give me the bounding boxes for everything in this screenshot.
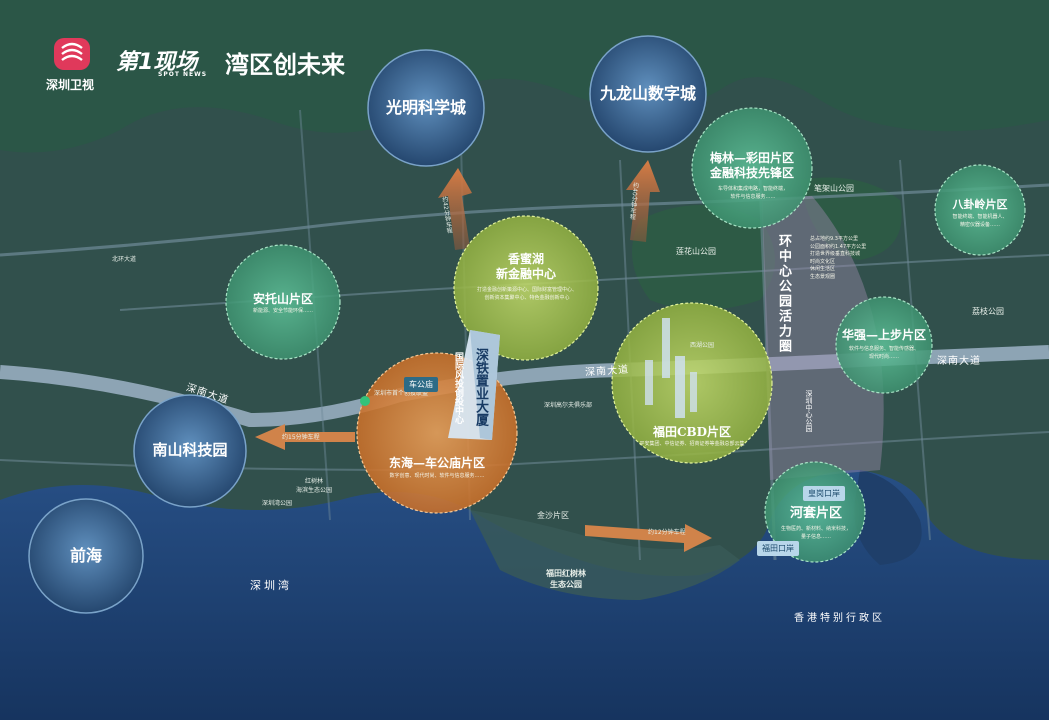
hills-north — [0, 0, 1049, 153]
desc-meilin: 车导体和集成电路，智能终端， 软件与信息服务…… — [717, 186, 788, 200]
tower-2 — [675, 356, 685, 418]
route-arrow-guangming — [438, 168, 472, 250]
desc-xiangmihu: 打造金融创新策源中心、国际财富管理中心、 创新资本集聚中心、特色金融创新中心 — [476, 287, 577, 301]
place-lianhua-park: 莲花山公园 — [676, 247, 716, 256]
route-label-hetao: 约12分钟车程 — [648, 529, 686, 536]
title-donghai: 东海—车公庙片区 — [388, 456, 485, 470]
north-ring-road — [0, 183, 1049, 257]
place-shenzhen-bay: 深圳湾 — [250, 579, 292, 592]
title-xiangmihu: 香蜜湖 新金融中心 — [495, 252, 556, 281]
building-side — [470, 330, 500, 440]
logo-program-sub: SPOT NEWS — [158, 71, 208, 78]
district-circle-bagualing[interactable] — [934, 164, 1026, 256]
logo-program: 第1现场 — [116, 50, 198, 75]
tower-1 — [662, 318, 670, 378]
title-qianhai: 前海 — [69, 546, 102, 565]
park-center-title: 环中心公园活力圈 — [776, 234, 791, 354]
desc-donghai: 数字创意、现代时尚、软件与信息服务…… — [389, 473, 485, 479]
district-circle-huaqiang[interactable] — [835, 296, 933, 394]
road-shennan-right: 深南大道 — [937, 356, 981, 367]
place-central-park: 深圳中心公园 — [805, 390, 813, 432]
district-circle-guangming[interactable] — [367, 49, 485, 167]
place-lizhi-park: 荔枝公园 — [972, 307, 1004, 316]
road-shennan-mid: 深南大道 — [584, 364, 630, 379]
district-circle-meilin[interactable] — [691, 107, 813, 229]
road-north-ring: 北环大道 — [112, 256, 137, 263]
tag-huanggang[interactable]: 皇岗口岸 — [803, 486, 845, 501]
desc-huaqiang: 软件与信息服务、智能传感器、 现代时尚…… — [848, 346, 919, 360]
route-arrow-jiulongshan — [626, 160, 660, 242]
title-futian: 福田CBD片区 — [652, 425, 732, 439]
title-meilin: 梅林—彩田片区 金融科技先锋区 — [709, 151, 794, 180]
building-name: 深铁置业大厦 — [473, 348, 488, 426]
desc-hetao: 生物医药、新材料、纳米科技， 量子信息…… — [780, 526, 851, 540]
logo-channel — [50, 36, 94, 74]
tag-futian-port[interactable]: 福田口岸 — [757, 541, 799, 556]
tower-4 — [690, 372, 697, 412]
district-circle-xiangmihu[interactable] — [453, 215, 599, 361]
route-label-nanshan: 约15分钟车程 — [282, 434, 320, 441]
central-park-zone — [762, 196, 884, 480]
place-hk: 香港特别行政区 — [794, 613, 885, 624]
title-hetao: 河套片区 — [789, 506, 842, 521]
place-shenzhen-bay-park: 深圳湾公园 — [262, 500, 293, 507]
place-futian-mangrove: 福田红树林 生态公园 — [546, 569, 586, 589]
logo-channel-name: 深圳卫视 — [46, 78, 95, 92]
district-circle-qianhai[interactable] — [28, 498, 144, 614]
route-arrow-hetao — [585, 524, 712, 552]
desc-bagualing: 智能终端、智能机器人、 精密仪器设备…… — [952, 214, 1008, 228]
place-jinsha: 金沙片区 — [537, 511, 569, 520]
place-mangrove-coast: 红树林 海滨生态公园 — [296, 478, 333, 494]
place-xili-lake: 西湖公园 — [690, 342, 715, 349]
shenzhen-tv-icon — [54, 38, 90, 70]
place-fund-town: 深圳市首个创投联盟 — [374, 390, 429, 397]
place-bijia-park: 笔架山公园 — [814, 184, 854, 193]
logo-slogan: 湾区创未来 — [225, 51, 345, 79]
title-huaqiang: 华强—上步片区 — [841, 328, 926, 342]
desc-futian: 平安集团、中信证券、招商证券等金融总部云集 — [639, 441, 745, 447]
hetao-bay — [854, 470, 922, 565]
title-jiulongshan: 九龙山数字城 — [599, 84, 696, 103]
route-arrow-nanshan — [255, 424, 355, 450]
coast-land — [470, 510, 740, 600]
desc-anshan: 新能源、安全节能环保…… — [252, 308, 313, 314]
district-circle-jiulongshan[interactable] — [589, 35, 707, 153]
station-marker[interactable] — [360, 396, 370, 406]
place-golf: 深圳高尔夫俱乐部 — [544, 402, 593, 409]
district-circle-nanshan[interactable] — [133, 394, 247, 508]
title-anshan: 安托山片区 — [252, 292, 313, 306]
district-circle-anshan[interactable] — [225, 244, 341, 360]
title-guangming: 光明科学城 — [385, 98, 466, 117]
lianhua-hill — [632, 205, 775, 310]
building-subtitle: 国际风投创投中心 — [453, 352, 463, 424]
title-bagualing: 八卦岭片区 — [952, 198, 1008, 211]
tag-chegongmiao[interactable]: 车公庙 — [404, 377, 438, 392]
park-center-desc: 总占地约9.3平方公里 公园面积约1.47平方公里 打造世界级垂直科技城 时尚文… — [810, 236, 867, 280]
tower-3 — [645, 360, 653, 405]
title-nanshan: 南山科技园 — [152, 441, 228, 459]
